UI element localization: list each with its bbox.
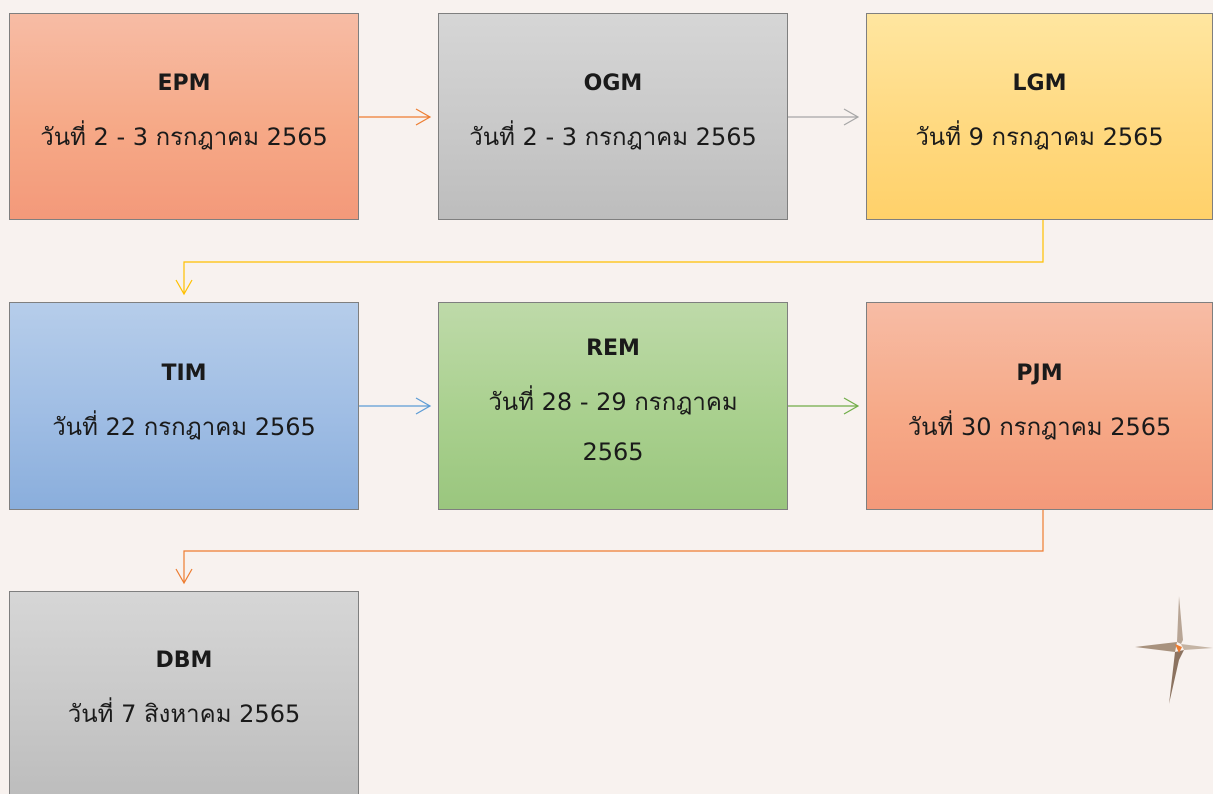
step-date: วันที่ 28 - 29 กรกฎาคม 2565 (488, 387, 738, 466)
step-box-rem: REM วันที่ 28 - 29 กรกฎาคม 2565 (438, 302, 788, 510)
step-date: วันที่ 9 กรกฎาคม 2565 (915, 123, 1164, 151)
step-date: วันที่ 30 กรกฎาคม 2565 (907, 412, 1172, 441)
step-code: TIM (161, 360, 207, 386)
step-code: OGM (583, 71, 643, 96)
step-box-dbm: DBM วันที่ 7 สิงหาคม 2565 (9, 591, 359, 794)
arrow-pjm-to-dbm (175, 510, 1044, 585)
step-code: DBM (155, 647, 213, 673)
arrow-rem-to-pjm (788, 397, 860, 415)
step-code: EPM (157, 71, 211, 96)
step-box-epm: EPM วันที่ 2 - 3 กรกฎาคม 2565 (9, 13, 359, 220)
arrow-tim-to-rem (359, 397, 432, 415)
step-box-ogm: OGM วันที่ 2 - 3 กรกฎาคม 2565 (438, 13, 788, 220)
step-box-tim: TIM วันที่ 22 กรกฎาคม 2565 (9, 302, 359, 510)
arrow-lgm-to-tim (175, 220, 1044, 296)
step-code: REM (586, 335, 640, 361)
step-date: วันที่ 7 สิงหาคม 2565 (67, 699, 301, 728)
step-date: วันที่ 22 กรกฎาคม 2565 (52, 412, 316, 441)
step-box-pjm: PJM วันที่ 30 กรกฎาคม 2565 (866, 302, 1213, 510)
four-point-star-icon (1135, 596, 1213, 704)
step-code: PJM (1016, 360, 1063, 386)
step-box-lgm: LGM วันที่ 9 กรกฎาคม 2565 (866, 13, 1213, 220)
step-date: วันที่ 2 - 3 กรกฎาคม 2565 (469, 123, 757, 151)
step-date: วันที่ 2 - 3 กรกฎาคม 2565 (40, 123, 328, 151)
arrow-epm-to-ogm (359, 108, 432, 126)
arrow-ogm-to-lgm (788, 108, 860, 126)
step-code: LGM (1012, 71, 1067, 96)
